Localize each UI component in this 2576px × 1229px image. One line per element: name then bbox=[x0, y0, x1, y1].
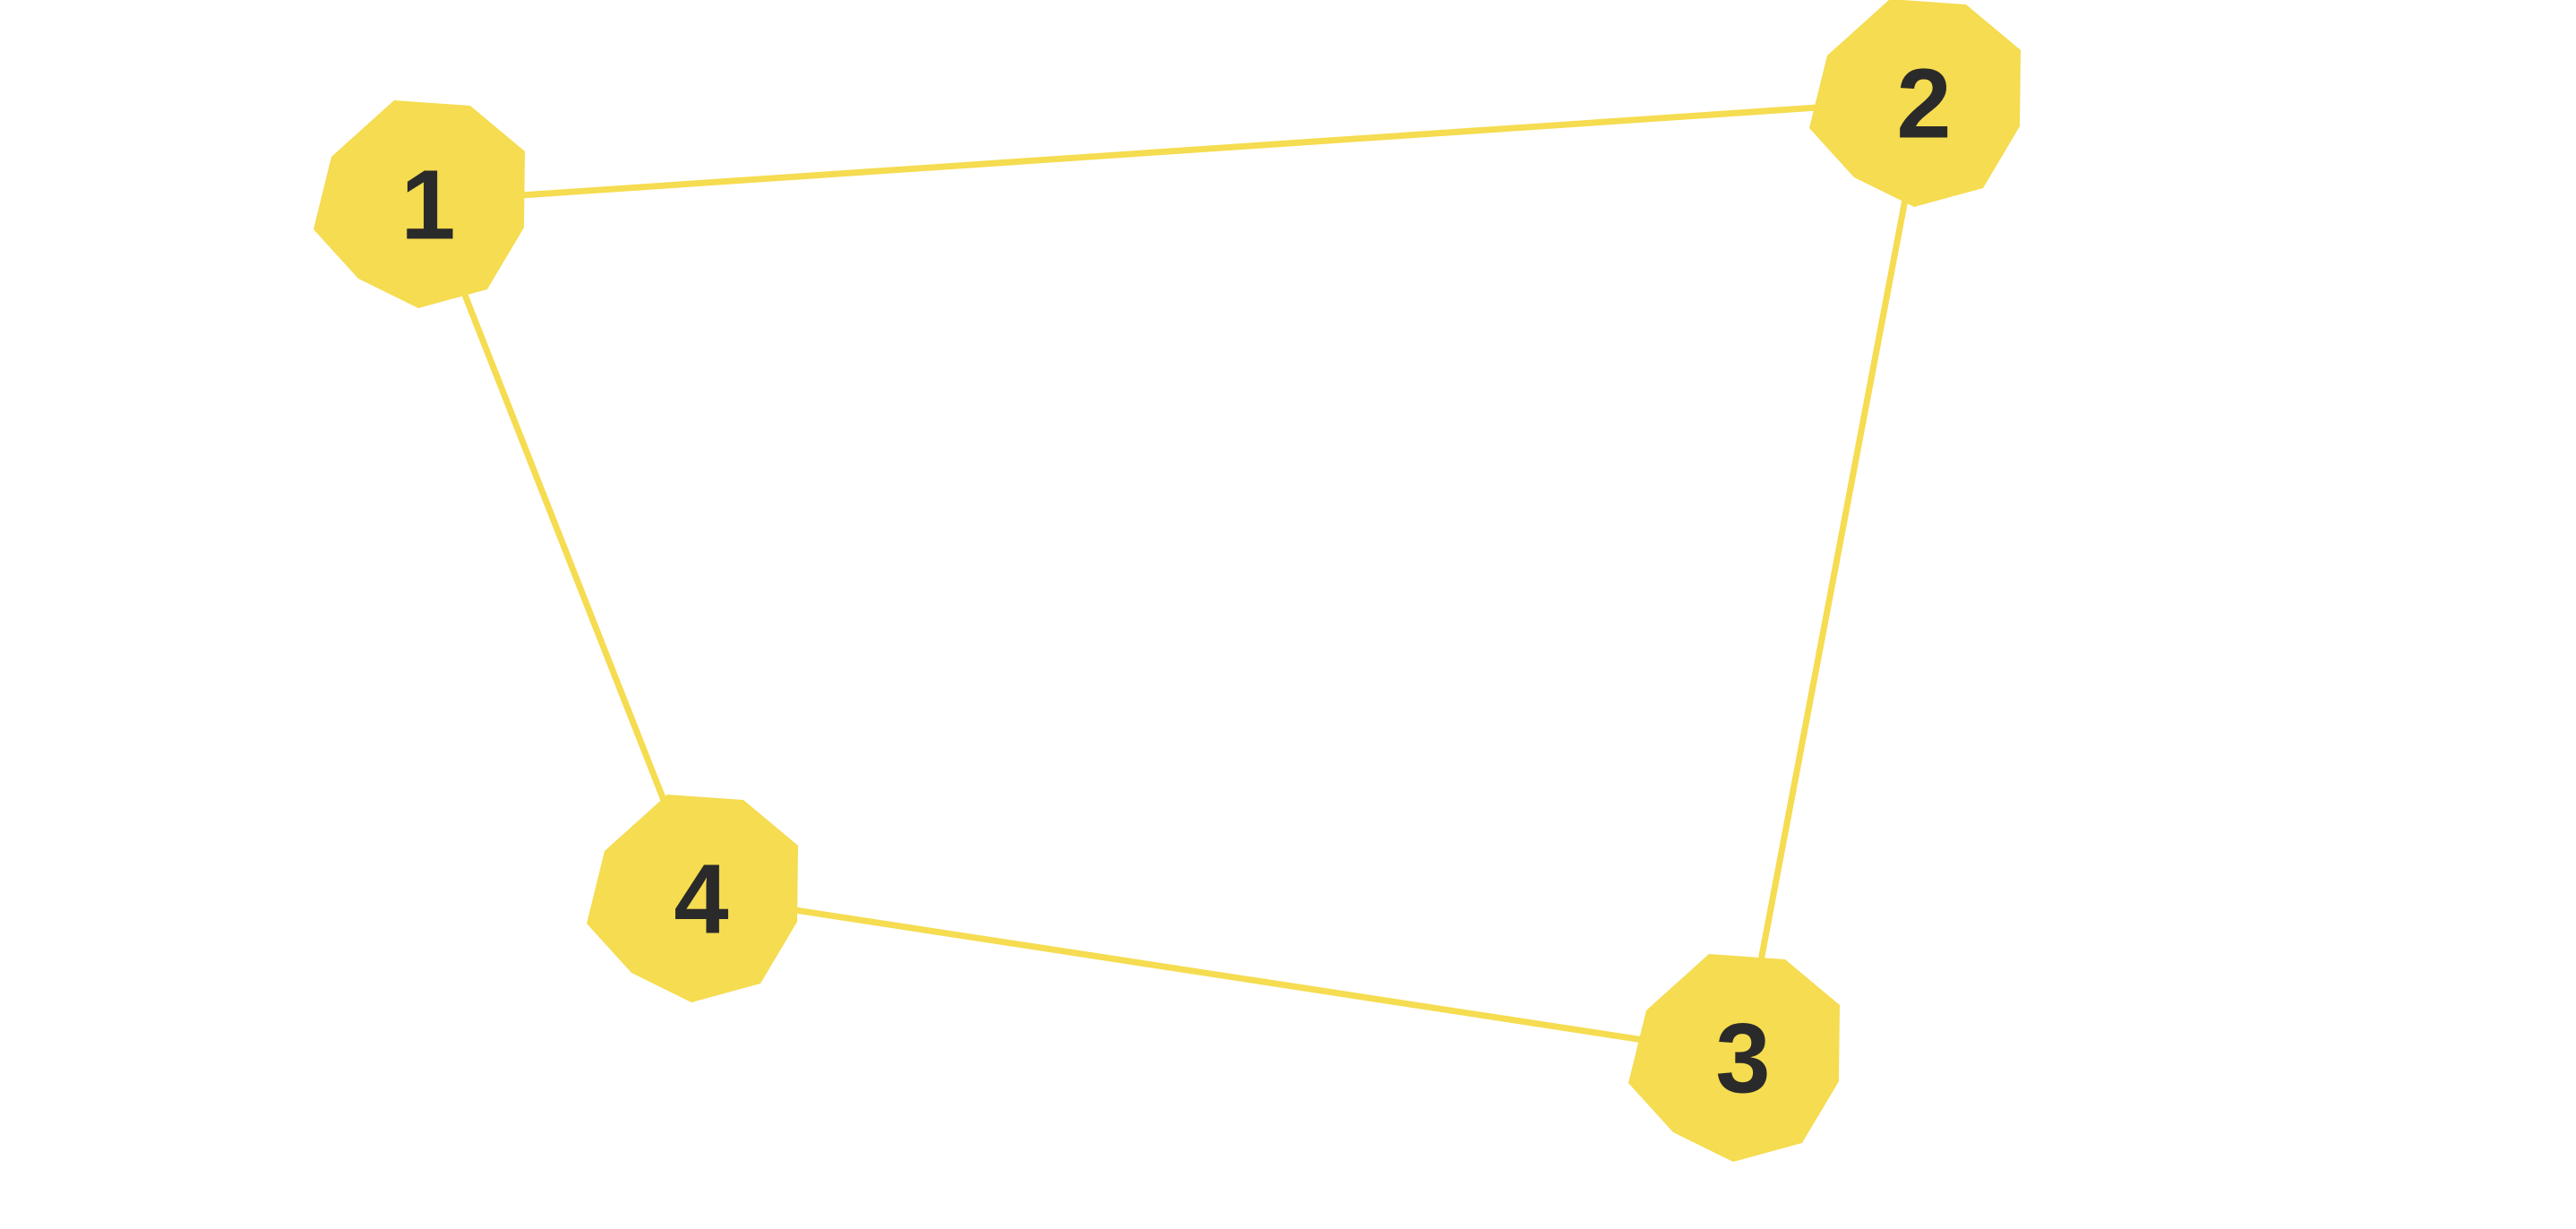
node-shape bbox=[587, 795, 798, 1002]
edge-3-4 bbox=[700, 892, 1744, 1059]
node-label: 3 bbox=[1715, 1004, 1770, 1114]
node-4: 4 bbox=[587, 795, 798, 1002]
edge-2-3 bbox=[1739, 99, 1928, 1056]
nodes-layer: 1 2 3 4 bbox=[313, 0, 2021, 1162]
node-label: 4 bbox=[674, 845, 728, 955]
node-label: 2 bbox=[1896, 49, 1951, 159]
node-1: 1 bbox=[313, 100, 525, 308]
edges-layer bbox=[425, 97, 1928, 1059]
node-shape bbox=[1628, 954, 1840, 1162]
edge-1-2 bbox=[427, 97, 1925, 205]
node-label: 1 bbox=[400, 150, 455, 261]
node-2: 2 bbox=[1809, 0, 2021, 207]
node-3: 3 bbox=[1628, 954, 1840, 1162]
edge-4-1 bbox=[425, 200, 705, 898]
node-shape bbox=[313, 100, 525, 308]
node-shape bbox=[1809, 0, 2021, 207]
